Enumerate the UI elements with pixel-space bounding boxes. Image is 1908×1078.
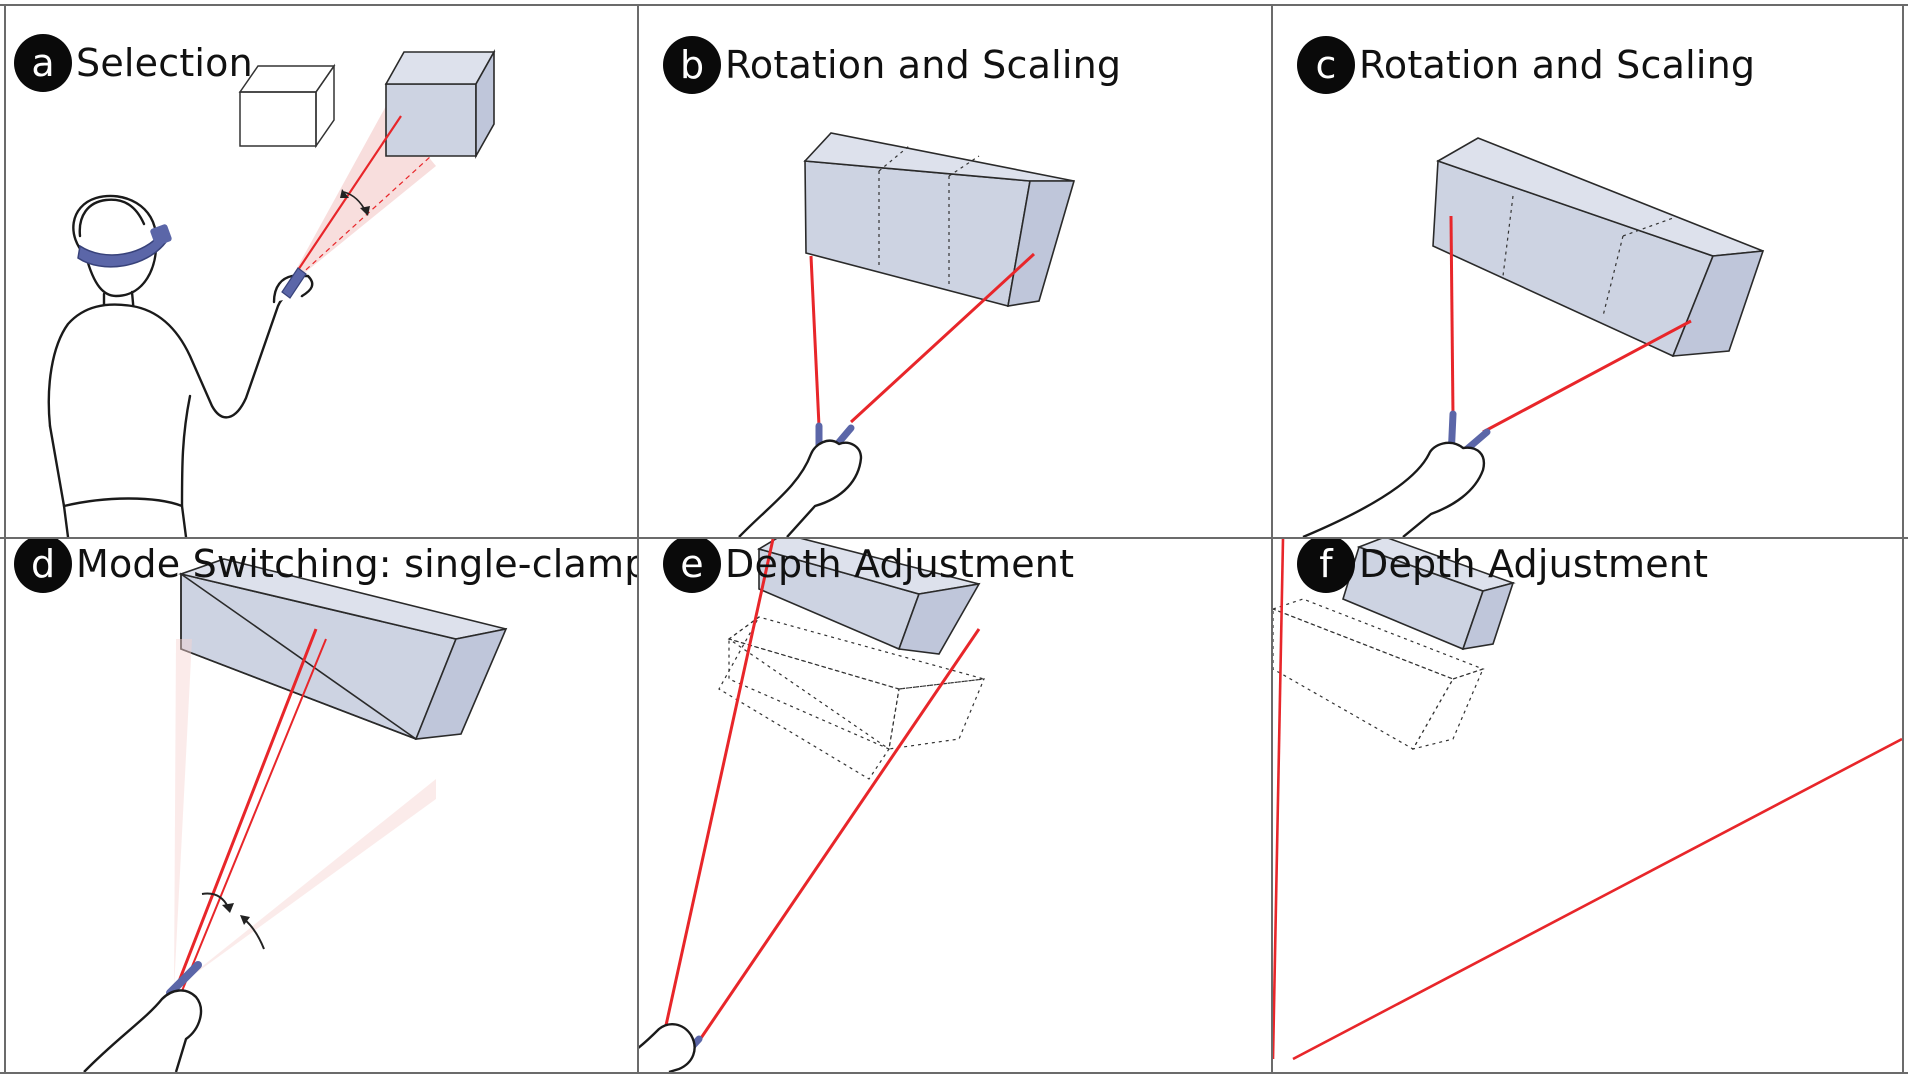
grid-border-left: [4, 4, 6, 1074]
panel-d-label: d Mode Switching: single-clamp: [14, 539, 637, 593]
grid-border-top: [0, 4, 1908, 6]
panel-a-illustration: [47, 48, 496, 537]
panel-c: c Rotation and Scaling: [1273, 6, 1902, 537]
rotated-box-icon: [1432, 137, 1765, 358]
hand-icon: [1302, 441, 1486, 537]
grid-divider-vertical-1: [637, 4, 639, 1074]
panel-c-label: c Rotation and Scaling: [1297, 36, 1755, 94]
grid-border-bottom: [0, 1072, 1908, 1074]
panel-f-label: f Depth Adjustment: [1297, 539, 1708, 593]
original-position-outline: [1273, 598, 1485, 750]
panel-b-label: b Rotation and Scaling: [663, 36, 1121, 94]
panel-d-title: Mode Switching: single-clamp: [76, 542, 637, 586]
panel-f-letter: f: [1297, 539, 1355, 593]
selected-cube-icon: [384, 48, 496, 160]
panel-b: b Rotation and Scaling: [639, 6, 1271, 537]
moved-box-icon: [756, 539, 981, 655]
panel-f-illustration: [1273, 539, 1902, 1061]
grid-divider-horizontal: [0, 537, 1908, 539]
panel-a-title: Selection: [76, 41, 253, 85]
user-with-headset-icon: [47, 194, 314, 537]
panel-b-title: Rotation and Scaling: [725, 43, 1122, 87]
panel-c-title: Rotation and Scaling: [1359, 43, 1756, 87]
hand-icon: [83, 989, 203, 1072]
controller-icon: [281, 267, 307, 299]
panel-e-illustration: [639, 539, 985, 1072]
panel-a-label: a Selection: [14, 34, 253, 92]
grid-border-right: [1902, 4, 1904, 1074]
panel-f-title: Depth Adjustment: [1359, 542, 1709, 586]
panel-d: d Mode Switching: single-clamp: [6, 539, 637, 1072]
grid-divider-vertical-2: [1271, 4, 1273, 1074]
panel-c-letter: c: [1297, 36, 1355, 94]
panel-d-letter: d: [14, 539, 72, 593]
unselected-cube-icon: [238, 63, 336, 149]
panel-e-label: e Depth Adjustment: [663, 539, 1074, 593]
panel-b-letter: b: [663, 36, 721, 94]
panel-b-illustration: [738, 132, 1076, 537]
rotated-box-icon: [803, 132, 1076, 307]
original-position-outline: [718, 616, 985, 780]
panel-a: a Selection: [6, 6, 637, 537]
panel-c-illustration: [1302, 137, 1765, 537]
panel-e-letter: e: [663, 539, 721, 593]
panel-a-letter: a: [14, 34, 72, 92]
hand-icon: [639, 1023, 696, 1072]
panel-f: f Depth Adjustment: [1273, 539, 1902, 1072]
hand-icon: [738, 439, 863, 537]
panel-e: e Depth Adjustment: [639, 539, 1271, 1072]
panel-d-illustration: [83, 558, 508, 1072]
panel-e-title: Depth Adjustment: [725, 542, 1075, 586]
